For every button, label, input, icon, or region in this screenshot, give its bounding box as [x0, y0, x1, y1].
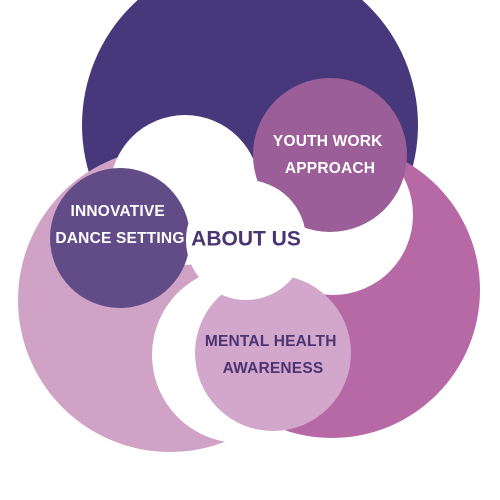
about-us-title: ABOUT US: [191, 228, 301, 251]
youth-work-label: YOUTH WORK APPROACH: [273, 133, 387, 177]
dance-setting-label-line-1: INNOVATIVE: [71, 203, 165, 220]
youth-work-label-line-2: APPROACH: [285, 160, 375, 177]
dance-setting-label-line-2: DANCE SETTING: [55, 230, 184, 247]
mental-health-label: MENTAL HEALTH AWARENESS: [205, 333, 341, 377]
dance-setting-inner-circle: [50, 168, 190, 308]
youth-work-label-line-1: YOUTH WORK: [273, 133, 383, 150]
youth-work-inner-circle: [253, 78, 407, 232]
mental-health-label-line-2: AWARENESS: [223, 360, 324, 377]
mental-health-inner-circle: [195, 275, 351, 431]
mental-health-label-line-1: MENTAL HEALTH: [205, 333, 337, 350]
dance-setting-label: INNOVATIVE DANCE SETTING: [55, 203, 184, 247]
about-us-center-circle: [186, 180, 306, 300]
